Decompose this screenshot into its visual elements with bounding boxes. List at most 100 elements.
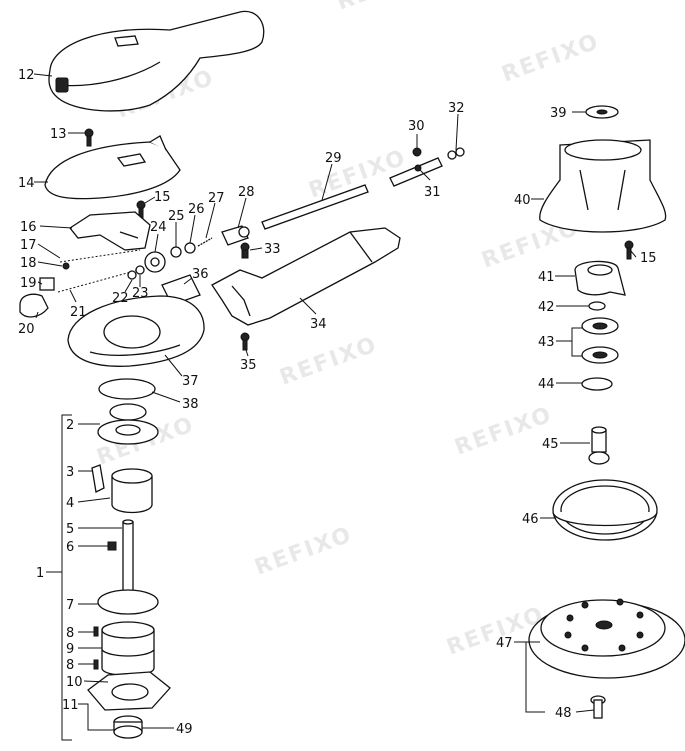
part-49-bearing <box>113 715 143 739</box>
part-33-screw <box>240 242 250 259</box>
part-16-bracket <box>69 211 151 251</box>
part-26-ring <box>184 242 196 254</box>
part-18-pin <box>62 262 70 270</box>
part-28-connector <box>221 225 250 246</box>
leader-lines <box>33 73 637 741</box>
callout-23: 23 <box>132 286 149 301</box>
callout-10: 10 <box>66 675 83 690</box>
callout-12: 12 <box>18 68 35 83</box>
callout-8-lower: 8 <box>66 658 74 673</box>
callout-26: 26 <box>188 202 205 217</box>
part-35-screw <box>240 332 250 351</box>
part-37-housing <box>67 295 205 367</box>
callout-1: 1 <box>36 566 44 581</box>
part-40-bell-housing <box>539 139 667 233</box>
part-6-key <box>107 541 117 551</box>
part-4-counterweight <box>111 468 153 514</box>
callout-48: 48 <box>555 706 572 721</box>
callout-16: 16 <box>20 220 37 235</box>
part-12-handle-cover <box>48 10 265 112</box>
part-8-pin-upper <box>93 626 99 637</box>
part-32-rings <box>447 147 465 160</box>
callout-22: 22 <box>112 291 129 306</box>
callout-40: 40 <box>514 193 531 208</box>
callout-3: 3 <box>66 465 74 480</box>
part-15-screw-right <box>624 240 634 260</box>
callout-5: 5 <box>66 522 74 537</box>
callout-37: 37 <box>182 374 199 389</box>
part-46-ring <box>552 479 658 541</box>
part-24-gear <box>144 251 166 273</box>
callout-7: 7 <box>66 598 74 613</box>
part-27-spring-ring <box>197 237 213 247</box>
watermark: REFIXO <box>499 29 603 87</box>
part-5-shaft <box>122 519 134 593</box>
callout-46: 46 <box>522 512 539 527</box>
part-48-screw <box>590 695 606 719</box>
callout-19: 19 <box>20 276 37 291</box>
callout-41: 41 <box>538 270 555 285</box>
watermark: REFIXO <box>252 522 356 580</box>
part-7-disc <box>97 589 159 615</box>
callout-21: 21 <box>70 305 87 320</box>
part-22-washer <box>127 270 137 280</box>
callout-25: 25 <box>168 209 185 224</box>
callout-9: 9 <box>66 642 74 657</box>
part-15-screw <box>136 200 146 219</box>
callout-39: 39 <box>550 106 567 121</box>
part-30-nut <box>412 147 422 157</box>
part-3-weight <box>91 464 105 493</box>
callout-labels: 12 13 14 15 16 17 18 19 20 21 22 23 24 2… <box>18 68 657 737</box>
part-19-brush <box>39 277 55 291</box>
part-25-ring <box>170 246 182 258</box>
callout-15: 15 <box>154 190 171 205</box>
part-41-fan <box>574 260 626 296</box>
part-8-pin-lower <box>93 659 99 670</box>
callout-43: 43 <box>538 335 555 350</box>
callout-8: 8 <box>66 626 74 641</box>
part-45-bolt <box>588 426 610 465</box>
callout-45: 45 <box>542 437 559 452</box>
part-44-ring <box>581 377 613 391</box>
callout-35: 35 <box>240 358 257 373</box>
callout-18: 18 <box>20 256 37 271</box>
part-17-spring <box>59 249 141 263</box>
callout-32: 32 <box>448 101 465 116</box>
part-11-base <box>87 671 171 711</box>
watermark: REFIXO <box>277 332 381 390</box>
callout-6: 6 <box>66 540 74 555</box>
part-23-washer <box>135 265 145 275</box>
callout-34: 34 <box>310 317 327 332</box>
part-2-bearing <box>97 403 159 445</box>
callout-47: 47 <box>496 636 513 651</box>
part-14-cover-plate <box>44 135 181 200</box>
watermark: REFIXO <box>452 402 556 460</box>
callout-42: 42 <box>538 300 555 315</box>
part-38-ring <box>98 378 156 400</box>
callout-33: 33 <box>264 242 281 257</box>
callout-38: 38 <box>182 397 199 412</box>
part-29-rod <box>261 184 369 230</box>
callout-15-right: 15 <box>640 251 657 266</box>
callout-20: 20 <box>18 322 35 337</box>
callout-14: 14 <box>18 176 35 191</box>
part-31-shaft <box>389 157 443 187</box>
part-39-washer <box>585 105 619 119</box>
part-47-sanding-pad <box>528 598 685 679</box>
callout-11: 11 <box>62 698 79 713</box>
callout-17: 17 <box>20 238 37 253</box>
part-43-bearings <box>581 317 619 364</box>
watermark: REFIXO <box>334 0 438 16</box>
callout-44: 44 <box>538 377 555 392</box>
callout-27: 27 <box>208 191 225 206</box>
callout-4: 4 <box>66 496 74 511</box>
part-13-screw <box>84 128 94 147</box>
callout-30: 30 <box>408 119 425 134</box>
callout-24: 24 <box>150 220 167 235</box>
part-9-drum <box>101 621 155 677</box>
callout-28: 28 <box>238 185 255 200</box>
part-34-handle <box>211 227 401 326</box>
callout-13: 13 <box>50 127 67 142</box>
part-42-ring <box>588 301 606 311</box>
